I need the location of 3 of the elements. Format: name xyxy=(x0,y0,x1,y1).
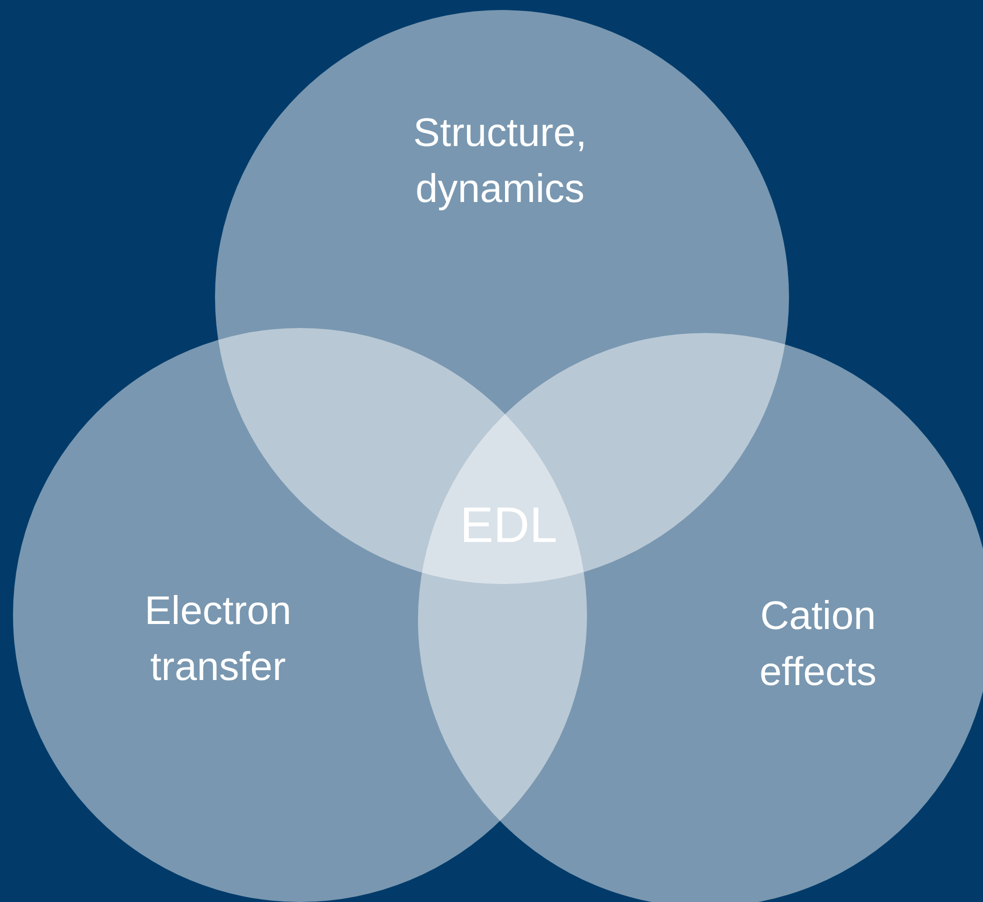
circle-label: Electron transfer xyxy=(144,588,292,691)
circle-label: Cation effects xyxy=(758,593,878,696)
circle-label: Structure, dynamics xyxy=(412,110,588,213)
